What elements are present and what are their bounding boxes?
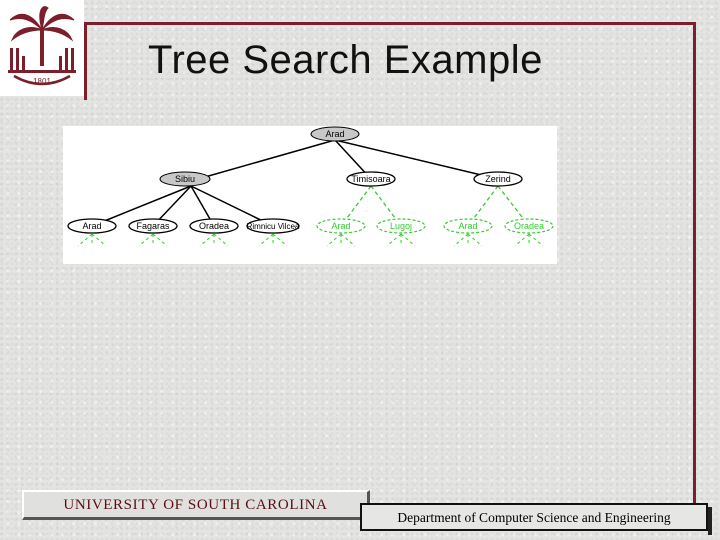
tree-node-zerind: Zerind <box>473 171 523 187</box>
node-label: Zerind <box>485 174 511 184</box>
logo-year: 1801 <box>33 77 51 86</box>
edge-zerind-arad <box>467 185 499 227</box>
footer-university: UNIVERSITY OF SOUTH CAROLINA <box>22 490 370 520</box>
footer-department: Department of Computer Science and Engin… <box>360 503 708 531</box>
university-logo: 1801 <box>0 0 84 96</box>
frame-top-rule <box>84 22 696 25</box>
palmetto-seal-icon: 1801 <box>8 6 76 86</box>
node-label: Arad <box>82 221 101 231</box>
node-label: Oradea <box>514 221 544 231</box>
node-label: Rimnicu Vilcea <box>247 222 300 231</box>
frame-right-rule <box>693 22 696 504</box>
tree-node-oradea-1: Oradea <box>189 218 239 234</box>
footer-shadow <box>708 507 712 535</box>
slide-title: Tree Search Example <box>148 38 543 82</box>
tree-node-arad-1: Arad <box>67 218 117 234</box>
tree-node-arad-2: Arad <box>316 218 366 234</box>
node-label: Arad <box>458 221 477 231</box>
node-label: Lugoj <box>390 221 412 231</box>
tree-node-root: Arad <box>310 126 360 142</box>
frame-left-rule <box>84 22 87 100</box>
tree-node-oradea-2: Oradea <box>504 218 554 234</box>
edge-root-zerind <box>334 139 499 180</box>
tree-node-sibiu: Sibiu <box>159 171 211 187</box>
node-label: Oradea <box>199 221 229 231</box>
node-label: Sibiu <box>175 174 195 184</box>
tree-node-lugoj: Lugoj <box>376 218 426 234</box>
edge-root-sibiu <box>197 139 336 180</box>
edge-sibiu-rimnicu <box>190 185 274 227</box>
node-label: Fagaras <box>136 221 170 231</box>
tree-node-timisoara: Timisoara <box>346 171 396 187</box>
edge-sibiu-arad <box>91 185 192 227</box>
search-tree-svg: Arad Sibiu Timisoara Zerind Arad Fagaras… <box>67 126 554 247</box>
node-label: Arad <box>325 129 344 139</box>
tree-node-arad-3: Arad <box>443 218 493 234</box>
edge-timisoara-lugoj <box>370 185 402 227</box>
node-label: Arad <box>331 221 350 231</box>
search-tree-diagram: Arad Sibiu Timisoara Zerind Arad Fagaras… <box>63 126 557 264</box>
tree-node-rimnicu-vilcea: Rimnicu Vilcea <box>246 218 300 234</box>
node-label: Timisoara <box>351 174 390 184</box>
tree-node-fagaras: Fagaras <box>128 218 178 234</box>
edge-timisoara-arad <box>340 185 372 227</box>
